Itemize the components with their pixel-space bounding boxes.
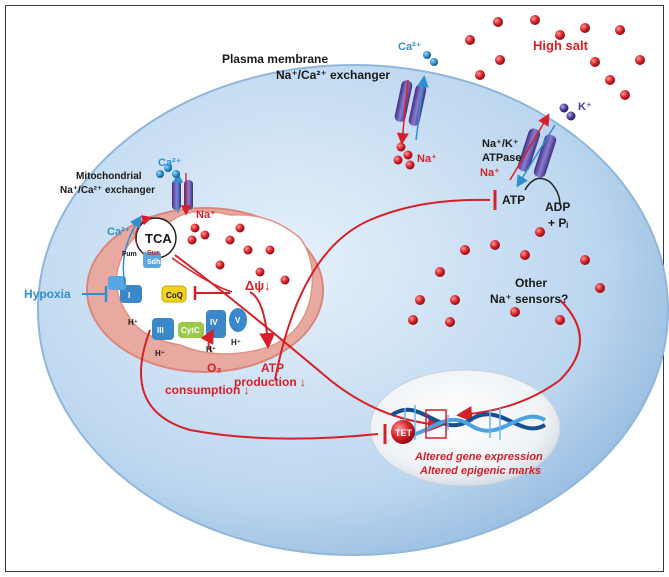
suc-label: Suc (147, 250, 160, 257)
other-sensors-label-2: Na⁺ sensors? (490, 292, 568, 306)
cytc-label: CytC (181, 326, 200, 335)
na-mito-label: Na⁺ (196, 209, 216, 221)
mito-exchanger-label-2: Na⁺/Ca²⁺ exchanger (60, 185, 155, 196)
tet-inhibition-line (140, 329, 379, 440)
mito-exchanger-label-1: Mitochondrial (76, 171, 142, 182)
outside-ions (393, 51, 576, 170)
na-k-atpase (509, 113, 561, 206)
k-plus-label: K⁺ (578, 101, 592, 113)
hplus-5: H⁺ (231, 338, 241, 347)
plasma-exchanger-label: Na⁺/Ca²⁺ exchanger (276, 68, 390, 82)
high-salt-ions (465, 15, 645, 100)
mito-na-ions (156, 164, 290, 285)
high-salt-label: High salt (533, 38, 589, 53)
sdha-label: Sdha (147, 259, 164, 266)
tet-label: TET (395, 428, 413, 438)
delta-psi-label: Δψ↓ (245, 278, 271, 293)
hplus-4: H⁺ (206, 345, 216, 354)
atp-production-label-1: ATP (261, 361, 284, 375)
atp-atpase-inhibition (274, 198, 491, 381)
hplus-3: H⁺ (155, 349, 165, 358)
tet-enzyme (391, 420, 415, 444)
atpase-label-1: Na⁺/K⁺ (482, 138, 519, 150)
atp-pump-label: ATP (502, 193, 525, 207)
sensor-to-nucleus-arrow (456, 299, 581, 422)
epigenetic-marks-label: Altered epigenic marks (419, 465, 541, 477)
hplus-1: H⁺ (128, 318, 138, 327)
plasma-membrane-label: Plasma membrane (222, 52, 328, 66)
coq-label: CoQ (166, 291, 183, 300)
cytosol-na-ions (408, 227, 605, 327)
adp-label: ADP (545, 200, 570, 214)
o2-arrow (200, 328, 214, 353)
tca-label: TCA (145, 231, 172, 246)
delta-psi-arrow (249, 291, 276, 349)
pi-label: + Pᵢ (548, 216, 568, 230)
mitochondrial-exchanger (172, 172, 193, 216)
na-atpase-label: Na⁺ (480, 167, 500, 179)
o2-label-2: consumption ↓ (165, 383, 250, 397)
nucleus (369, 369, 561, 487)
o2-label-1: O₂ (207, 361, 222, 375)
ca-outside-label: Ca²⁺ (398, 41, 422, 53)
salt-to-nucleus-arrow (174, 254, 444, 432)
plasma-membrane-exchanger (394, 75, 429, 145)
complex-v-label: V (235, 316, 241, 325)
complex-iv-label: IV (210, 318, 218, 327)
atp-production-label-2: production ↓ (234, 375, 306, 389)
fum-label: Fum (122, 251, 137, 258)
other-sensors-label-1: Other (515, 276, 547, 290)
na-outside-label: Na⁺ (417, 153, 437, 165)
complex-i-label: I (128, 291, 130, 300)
dna-helix (390, 405, 547, 440)
atpase-label-2: ATPase (482, 152, 522, 164)
ca-mito-label: Ca²⁺ (158, 157, 182, 169)
gene-expression-label: Altered gene expression (414, 451, 543, 463)
ca-up-label: Ca²⁺↑ (107, 226, 136, 238)
hypoxia-label: Hypoxia (24, 287, 71, 301)
complex-iii-label: III (157, 326, 164, 335)
